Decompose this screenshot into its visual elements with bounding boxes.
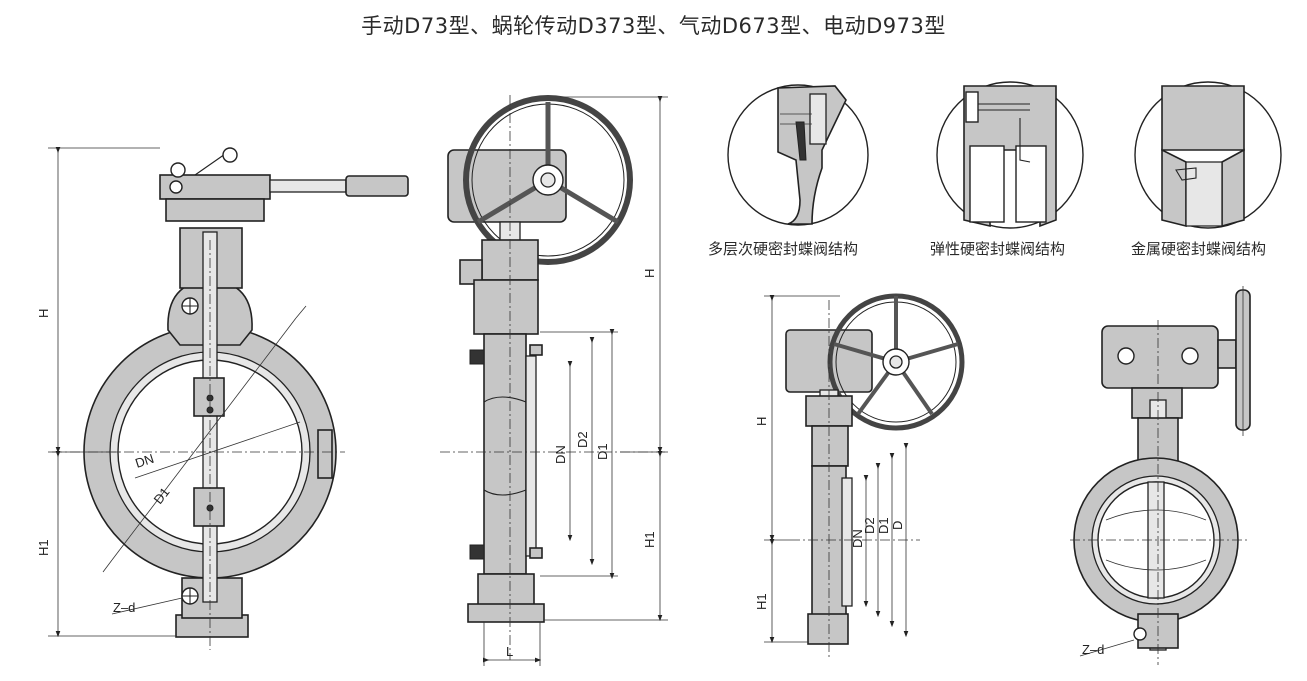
dim-H-front: H — [36, 309, 51, 318]
detail-metal-seal — [1134, 81, 1282, 229]
dim-Zd-front: Z–d — [113, 600, 135, 615]
page-title: 手动D73型、蜗轮传动D373型、气动D673型、电动D973型 — [361, 14, 946, 38]
caption-elastic-seal: 弹性硬密封蝶阀结构 — [930, 240, 1066, 258]
dim-D2-side: D2 — [575, 431, 590, 448]
dim-H-side: H — [642, 269, 657, 278]
caption-metal-seal: 金属硬密封蝶阀结构 — [1131, 240, 1267, 258]
dim-D1-side: D1 — [595, 443, 610, 460]
dim-D-small: D — [890, 521, 905, 530]
detail-multi-layer-seal — [727, 84, 869, 226]
worm-gear-valve-front-view: H H1 DN D2 D1 D — [754, 293, 965, 660]
dim-DN-side: DN — [553, 445, 568, 464]
manual-valve-front-view: H H1 DN D1 Z–d — [36, 146, 409, 650]
side-handwheel-valve-front-view: Z–d — [1070, 286, 1251, 665]
dim-H1-small: H1 — [754, 593, 769, 610]
dim-H1-side: H1 — [642, 531, 657, 548]
dim-D1-small: D1 — [876, 517, 891, 534]
detail-elastic-seal — [936, 81, 1084, 229]
caption-multi-layer-seal: 多层次硬密封蝶阀结构 — [708, 240, 859, 258]
dim-H1-front: H1 — [36, 539, 51, 556]
dim-Zd-small: Z–d — [1082, 642, 1104, 657]
dim-D2-small: D2 — [862, 517, 877, 534]
dim-DN-small: DN — [850, 529, 865, 548]
dim-H-small: H — [754, 417, 769, 426]
worm-gear-valve-side-view: H H1 DN D2 D1 L — [440, 95, 668, 666]
dim-L-side: L — [506, 644, 513, 659]
dim-DN-front: DN — [133, 451, 155, 471]
